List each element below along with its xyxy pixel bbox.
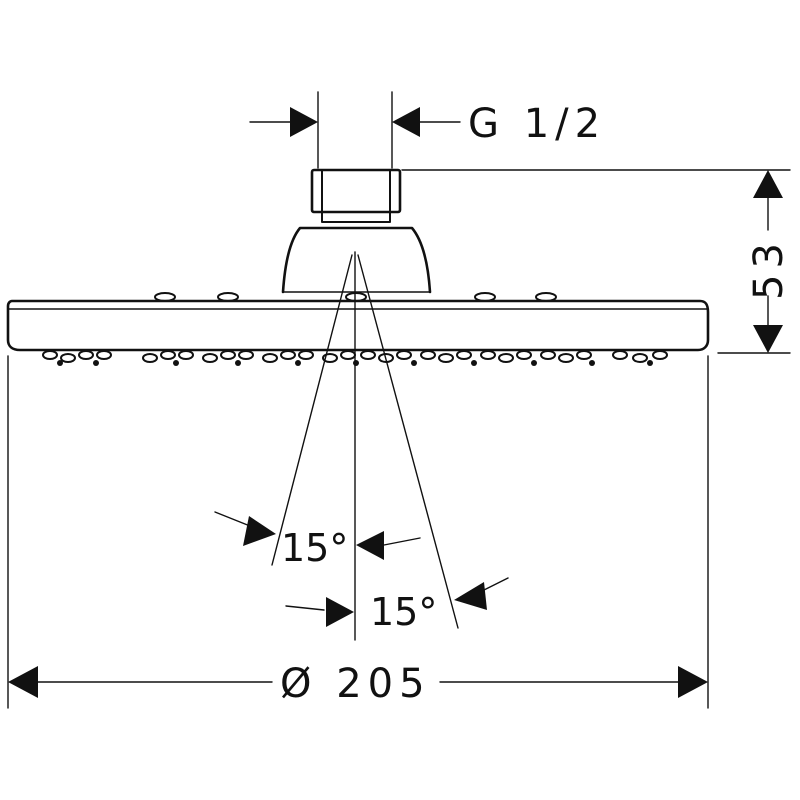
spray-nozzle: [220, 350, 236, 360]
spray-nozzle: [480, 350, 496, 360]
diameter-label: Ø 205: [280, 661, 431, 707]
spray-nozzle: [558, 353, 574, 363]
angle-annotation-left: 15°: [214, 511, 421, 570]
spray-nozzle: [438, 353, 454, 363]
thread-connector: [310, 168, 402, 214]
ball-joint-housing: [281, 226, 432, 294]
thread-label: G 1/2: [468, 101, 606, 147]
angle-left-arrow-inner: [356, 531, 384, 560]
spray-nozzle-tip: [57, 360, 63, 366]
height-arrow-bottom: [753, 325, 783, 353]
height-dimension: 53: [401, 169, 792, 354]
spray-nozzle: [298, 350, 314, 360]
spray-line-left: [271, 254, 353, 566]
spray-nozzle: [516, 350, 532, 360]
diameter-arrow-right: [678, 666, 708, 698]
spray-nozzle: [396, 350, 412, 360]
thread-arrow-right: [392, 107, 420, 137]
spray-nozzles: [42, 350, 668, 366]
spray-nozzle: [632, 353, 648, 363]
angle-left-label: 15°: [281, 526, 348, 570]
spray-nozzle: [652, 350, 668, 360]
spray-nozzle-tip: [93, 360, 99, 366]
spray-nozzle: [322, 353, 338, 363]
spray-nozzle-tip: [353, 360, 359, 366]
diameter-arrow-left: [8, 666, 38, 698]
spray-nozzle-tip: [589, 360, 595, 366]
height-label: 53: [746, 237, 792, 300]
spray-nozzle: [576, 350, 592, 360]
shower-disc: [6, 299, 710, 352]
spray-nozzle: [262, 353, 278, 363]
spray-nozzle-tip: [647, 360, 653, 366]
thread-arrow-left: [290, 107, 318, 137]
shower-head-outline: [6, 168, 710, 366]
angle-annotation-right: 15°: [285, 577, 509, 634]
spray-nozzle: [540, 350, 556, 360]
height-arrow-top: [753, 170, 783, 198]
spray-nozzle: [456, 350, 472, 360]
diameter-dimension: Ø 205: [7, 355, 709, 709]
spray-nozzle: [202, 353, 218, 363]
spray-nozzle: [360, 350, 376, 360]
spray-nozzle-tip: [235, 360, 241, 366]
spray-nozzle: [96, 350, 112, 360]
angle-right-label: 15°: [370, 590, 437, 634]
spray-nozzle-tip: [531, 360, 537, 366]
spray-nozzle: [280, 350, 296, 360]
spray-nozzle: [238, 350, 254, 360]
thread-dimension: G 1/2: [249, 91, 606, 169]
spray-nozzle: [178, 350, 194, 360]
spray-nozzle: [60, 353, 76, 363]
angle-right-arrow-outer: [454, 582, 487, 610]
spray-nozzle: [340, 350, 356, 360]
spray-nozzle: [78, 350, 94, 360]
spray-nozzle: [142, 353, 158, 363]
angle-right-arrow-inner: [326, 597, 354, 627]
spray-nozzle-tip: [295, 360, 301, 366]
spray-nozzle: [612, 350, 628, 360]
spray-nozzle: [498, 353, 514, 363]
spray-nozzle-tip: [471, 360, 477, 366]
spray-line-right: [357, 254, 459, 629]
spray-angle-lines: [271, 251, 459, 641]
spray-nozzle-tip: [411, 360, 417, 366]
spray-nozzle: [420, 350, 436, 360]
spray-nozzle: [42, 350, 58, 360]
spray-nozzle: [160, 350, 176, 360]
angle-left-arrow-outer: [243, 516, 276, 546]
spray-nozzle-tip: [173, 360, 179, 366]
